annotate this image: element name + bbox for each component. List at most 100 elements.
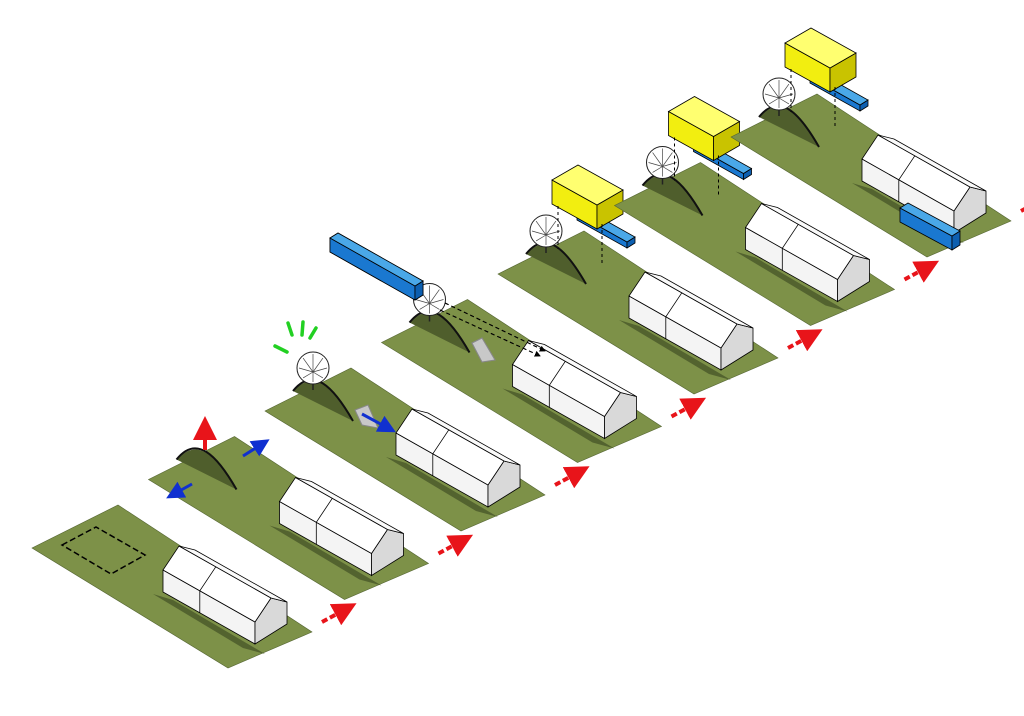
yellow-box [551, 164, 624, 230]
house [735, 202, 870, 312]
house-divider-roof [432, 429, 450, 455]
tree-branch [531, 230, 547, 236]
blue-block-top [899, 202, 961, 237]
tree-branch [778, 97, 790, 105]
yellow-box-top [667, 96, 741, 137]
house-divider-roof [548, 361, 566, 386]
hill [525, 241, 587, 285]
house-shadow [269, 525, 382, 586]
house-divider-roof [781, 224, 799, 249]
house-divider-roof [898, 155, 916, 181]
hill-ridge [641, 173, 704, 216]
tree-branch [652, 166, 663, 173]
yellow-box [667, 96, 741, 162]
move-arrow-right [242, 439, 270, 458]
stage-6 [329, 96, 940, 363]
tree-branch [429, 303, 440, 310]
house-roof-back [528, 340, 637, 397]
house-roof-back [411, 408, 521, 466]
stage-7 [730, 27, 1024, 258]
sun-ray [286, 321, 294, 337]
tree-branch [778, 83, 790, 99]
hill [292, 378, 354, 422]
house [153, 545, 288, 654]
tree-branch [662, 166, 673, 173]
cut-shape [471, 337, 496, 363]
tree-branch [535, 220, 547, 236]
hill-shadow [526, 244, 586, 284]
house [386, 408, 521, 517]
tree-branch [535, 234, 547, 242]
hill [641, 173, 704, 216]
site-outline [60, 526, 147, 575]
tree-icon [529, 214, 563, 253]
hill [408, 310, 471, 353]
tree-branch [545, 234, 557, 242]
step-arrow [321, 603, 357, 626]
step-arrow [554, 466, 590, 489]
tree-branch [652, 152, 663, 167]
tree-branch [312, 357, 324, 373]
hill-shadow [176, 449, 237, 490]
hill-ridge [525, 241, 587, 285]
tree-branch [302, 357, 314, 373]
tree-branch [429, 289, 440, 304]
house [619, 271, 754, 380]
cut-arrow [361, 412, 396, 433]
stage-1 [31, 504, 357, 669]
tree-icon [762, 77, 796, 116]
tree-branch [768, 83, 780, 99]
tree-icon [646, 146, 679, 185]
hill-shadow [409, 312, 470, 353]
tree-branch [298, 367, 314, 373]
hill-shadow [293, 381, 353, 421]
step-arrow [903, 260, 940, 283]
hill-shadow [642, 175, 703, 216]
house [502, 339, 637, 449]
step-arrow [787, 329, 823, 352]
tree-branch [312, 367, 328, 373]
hill-shadow [759, 107, 819, 147]
tree-branch [419, 303, 430, 310]
stage-5 [497, 164, 823, 395]
blue-bar-top [329, 232, 424, 287]
tree-branch [429, 299, 444, 304]
hill-ridge [292, 378, 354, 422]
house-shadow [153, 594, 265, 654]
house-divider-roof [315, 498, 333, 523]
step-arrow [670, 397, 707, 420]
house-roof-back [295, 477, 404, 534]
house-divider-roof [665, 292, 683, 318]
move-arrow-left [166, 481, 193, 499]
house-shadow [386, 457, 498, 517]
dashed-arrow [439, 309, 541, 357]
tree-icon [296, 351, 330, 390]
step-arrow [437, 534, 474, 557]
blue-block [899, 202, 961, 251]
stage-3 [264, 320, 590, 532]
house [269, 476, 404, 586]
sun-ray [273, 344, 289, 354]
tree-branch [764, 93, 780, 99]
tree-branch [302, 371, 314, 379]
sun-ray [308, 326, 318, 340]
tree-branch [545, 220, 557, 236]
house-roof-back [761, 203, 870, 260]
house-roof-back [644, 271, 754, 329]
tree-branch [648, 162, 663, 167]
sun-ray [300, 320, 305, 337]
house-shadow [502, 388, 615, 449]
hill-ridge [175, 447, 238, 490]
house-divider-roof [199, 566, 217, 592]
yellow-box-top [551, 164, 624, 206]
house-shadow [619, 320, 731, 380]
tree-branch [768, 97, 780, 105]
hill [758, 104, 820, 148]
house-roof-back [877, 134, 987, 192]
yellow-box [784, 27, 857, 93]
house-shadow [735, 251, 848, 312]
hill-ridge [408, 310, 471, 353]
house-roof-back [178, 545, 288, 603]
blue-bar [329, 232, 424, 301]
